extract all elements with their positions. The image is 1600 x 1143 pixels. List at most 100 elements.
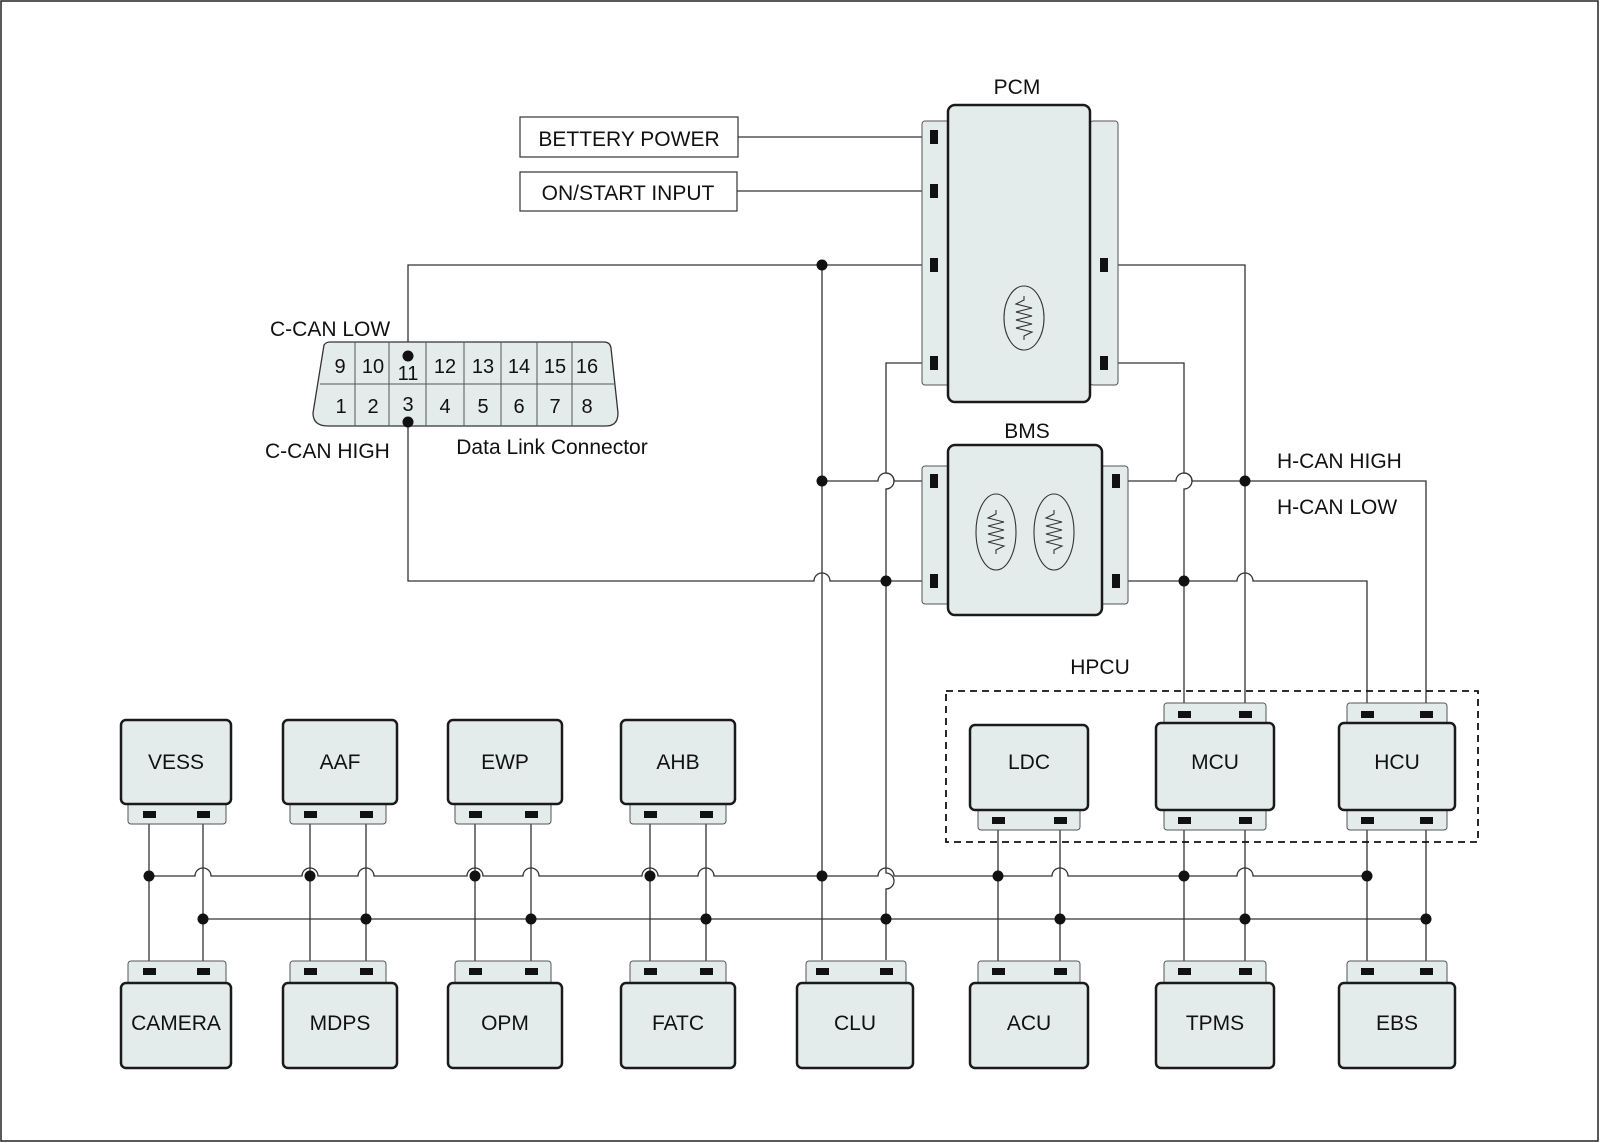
dlc-pin-1: 1 — [335, 396, 346, 418]
ldc-pin — [1054, 817, 1067, 824]
opm-pin — [469, 968, 482, 975]
ewp-module: EWP — [446, 718, 564, 825]
fatc-pin — [644, 968, 657, 975]
on-start-input: ON/START INPUT — [519, 171, 738, 212]
tpms-label: TPMS — [1186, 1012, 1244, 1035]
ebs-pin — [1361, 968, 1374, 975]
pcm-pin — [1100, 258, 1108, 272]
hcu-pin — [1420, 711, 1433, 718]
tpms-pin — [1239, 968, 1252, 975]
ldc-body — [968, 723, 1090, 812]
h-can-low-bus — [1116, 572, 1368, 713]
clu-module: CLU — [795, 960, 915, 1070]
h-can-low-label: H-CAN LOW — [1277, 496, 1397, 519]
junction-dot — [1178, 575, 1190, 587]
fatc-pin — [700, 968, 713, 975]
ebs-module: EBS — [1337, 960, 1457, 1070]
vess-label: VESS — [148, 751, 204, 774]
ldc-label: LDC — [1008, 751, 1050, 774]
acu-pin — [992, 968, 1005, 975]
hcu-pin — [1420, 817, 1433, 824]
mcu-pin — [1178, 817, 1191, 824]
acu-body — [968, 981, 1090, 1070]
dlc-pin-10: 10 — [362, 356, 384, 378]
dlc-pin-3-contact — [402, 416, 414, 428]
ldc-pin — [992, 817, 1005, 824]
pcm-pin — [930, 258, 938, 272]
ahb-body — [619, 718, 737, 806]
bms-body — [946, 443, 1104, 617]
pcm-left-connector — [921, 120, 951, 386]
data-link-connector: 9 10 11 12 13 14 15 16 1 2 3 4 5 6 7 8 D… — [312, 341, 648, 459]
vess-module: VESS — [119, 718, 233, 825]
fatc-module: FATC — [619, 960, 737, 1070]
junction-dot — [469, 870, 481, 882]
bms-label: BMS — [1004, 420, 1050, 443]
tpms-module: TPMS — [1154, 960, 1276, 1070]
bms-pin — [1112, 474, 1120, 488]
dlc-pin-5: 5 — [477, 396, 488, 418]
mdps-label: MDPS — [310, 1012, 371, 1035]
hpcu-boundary — [945, 690, 1479, 843]
junction-dot — [992, 870, 1004, 882]
ahb-label: AHB — [656, 751, 699, 774]
junction-dot — [816, 870, 828, 882]
junction-dot — [1420, 913, 1432, 925]
camera-module: CAMERA — [119, 960, 233, 1070]
dlc-pin-14: 14 — [508, 356, 530, 378]
on-start-box — [519, 171, 738, 212]
camera-connector — [127, 960, 227, 986]
aaf-module: AAF — [281, 718, 399, 825]
battery-power-box — [519, 116, 739, 158]
dlc-pin-12: 12 — [434, 356, 456, 378]
pcm-label: PCM — [994, 76, 1041, 99]
clu-label: CLU — [834, 1012, 876, 1035]
aaf-body — [281, 718, 399, 806]
junction-dot — [700, 913, 712, 925]
bms-pin — [1112, 574, 1120, 588]
pcm-pin — [930, 130, 938, 144]
ebs-pin — [1420, 968, 1433, 975]
aaf-pin — [360, 811, 373, 818]
vess-camera-drops — [148, 811, 204, 965]
camera-body — [119, 981, 233, 1070]
dlc-pin-7: 7 — [549, 396, 560, 418]
junction-dot — [644, 870, 656, 882]
hpcu-label: HPCU — [1070, 656, 1130, 679]
dlc-pin-2: 2 — [367, 396, 378, 418]
bms-pin — [930, 474, 938, 488]
c-can-rail-low — [149, 867, 1367, 877]
opm-pin — [525, 968, 538, 975]
ewp-pin — [469, 811, 482, 818]
junction-dot — [1178, 870, 1190, 882]
bms-h-can-resistor — [1033, 493, 1075, 571]
acu-label: ACU — [1007, 1012, 1051, 1035]
pcm-module: PCM — [921, 76, 1119, 404]
mcu-pin — [1239, 817, 1252, 824]
junction-dot — [880, 575, 892, 587]
fatc-label: FATC — [652, 1012, 704, 1035]
camera-label: CAMERA — [131, 1012, 221, 1035]
junction-dot — [1361, 870, 1373, 882]
junction-dot — [304, 870, 316, 882]
tpms-pin — [1178, 968, 1191, 975]
vess-pin — [143, 811, 156, 818]
aaf-mdps-drops — [309, 811, 367, 965]
mcu-body — [1154, 721, 1276, 812]
ahb-fatc-drops — [649, 811, 707, 965]
mcu-pin — [1178, 711, 1191, 718]
opm-module: OPM — [446, 960, 564, 1070]
c-can-low-wire — [407, 264, 934, 356]
ahb-module: AHB — [619, 718, 737, 825]
ewp-body — [446, 718, 564, 806]
bms-module: BMS — [921, 420, 1129, 617]
junction-dot — [816, 475, 828, 487]
fatc-body — [619, 981, 737, 1070]
junction-dot — [525, 913, 537, 925]
acu-pin — [1054, 968, 1067, 975]
mcu-pin — [1239, 711, 1252, 718]
bms-pin — [930, 574, 938, 588]
aaf-pin — [304, 811, 317, 818]
junction-dot — [143, 870, 155, 882]
